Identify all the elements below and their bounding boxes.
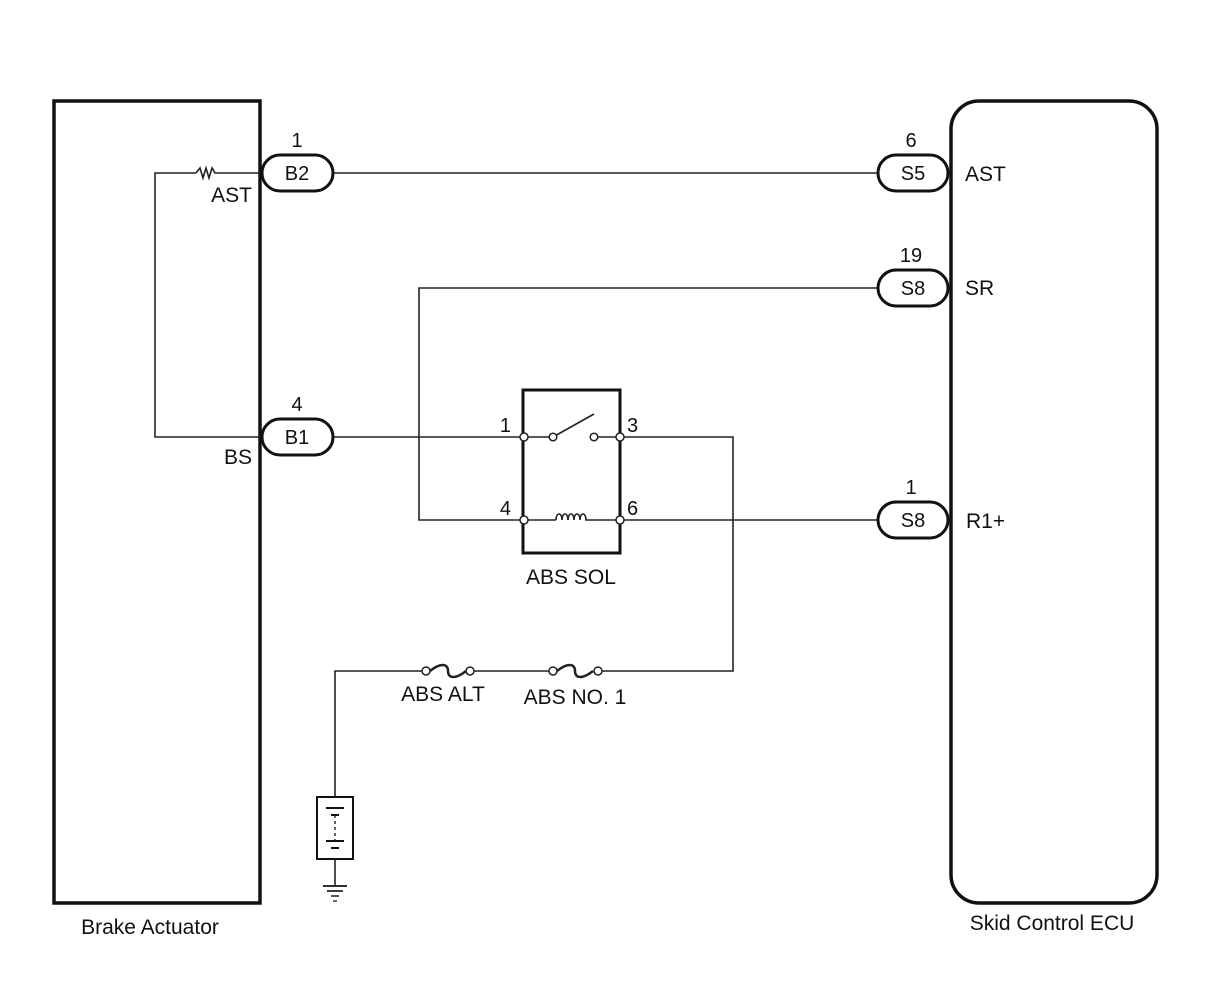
fuse-abs-no1-label: ABS NO. 1 <box>524 686 627 709</box>
connector-b2-pin: 1 <box>291 130 302 152</box>
coil-icon <box>555 513 589 521</box>
connector-b1 <box>260 417 335 457</box>
brake-actuator-box <box>52 99 262 905</box>
ecu-r1-signal: R1+ <box>966 510 1005 533</box>
connector-b1-label: B1 <box>285 427 309 449</box>
abs-sol-relay <box>519 388 625 555</box>
resistor-icon <box>195 165 260 181</box>
relay-terminal-6: 6 <box>627 498 638 520</box>
fuse-icon <box>429 663 467 679</box>
connector-s8-sr <box>876 268 950 308</box>
wire-sr <box>418 287 878 521</box>
relay-box <box>521 388 622 555</box>
actuator-bs-signal: BS <box>224 446 252 469</box>
connector-s8-sr-label: S8 <box>901 278 925 300</box>
ecu-sr-signal: SR <box>965 277 994 300</box>
fuse-abs-alt-label: ABS ALT <box>401 683 485 706</box>
battery-icon <box>316 796 354 860</box>
wires <box>333 172 878 797</box>
connector-s8-r1-pin: 1 <box>905 477 916 499</box>
connector-s8-r1 <box>876 500 950 540</box>
connector-s8-sr-pin: 19 <box>900 245 922 267</box>
wire-fuse-to-battery <box>334 670 426 797</box>
actuator-ast-signal: AST <box>211 184 252 207</box>
relay-terminal-3: 3 <box>627 415 638 437</box>
relay-terminal-1: 1 <box>500 415 511 437</box>
ground-icon <box>323 885 347 902</box>
connector-b2-label: B2 <box>285 163 309 185</box>
skid-control-ecu-box <box>949 99 1159 905</box>
connector-s5 <box>876 153 950 193</box>
fuse-icon <box>556 663 594 679</box>
relay-label: ABS SOL <box>526 566 616 589</box>
relay-terminal-4: 4 <box>500 498 511 520</box>
actuator-internal-wiring <box>154 165 260 438</box>
ecu-ast-signal: AST <box>965 163 1006 186</box>
wire-relay-3-to-fuse <box>599 436 734 672</box>
brake-actuator-label: Brake Actuator <box>81 916 219 939</box>
connector-s8-r1-label: S8 <box>901 510 925 532</box>
connector-b2 <box>260 153 335 193</box>
fuse-abs-no1 <box>548 663 603 679</box>
connector-b1-pin: 4 <box>291 394 302 416</box>
connector-s5-pin: 6 <box>905 130 916 152</box>
skid-control-ecu-label: Skid Control ECU <box>970 912 1135 935</box>
switch-icon <box>552 413 595 438</box>
fuse-abs-alt <box>421 663 475 679</box>
connector-s5-label: S5 <box>901 163 925 185</box>
